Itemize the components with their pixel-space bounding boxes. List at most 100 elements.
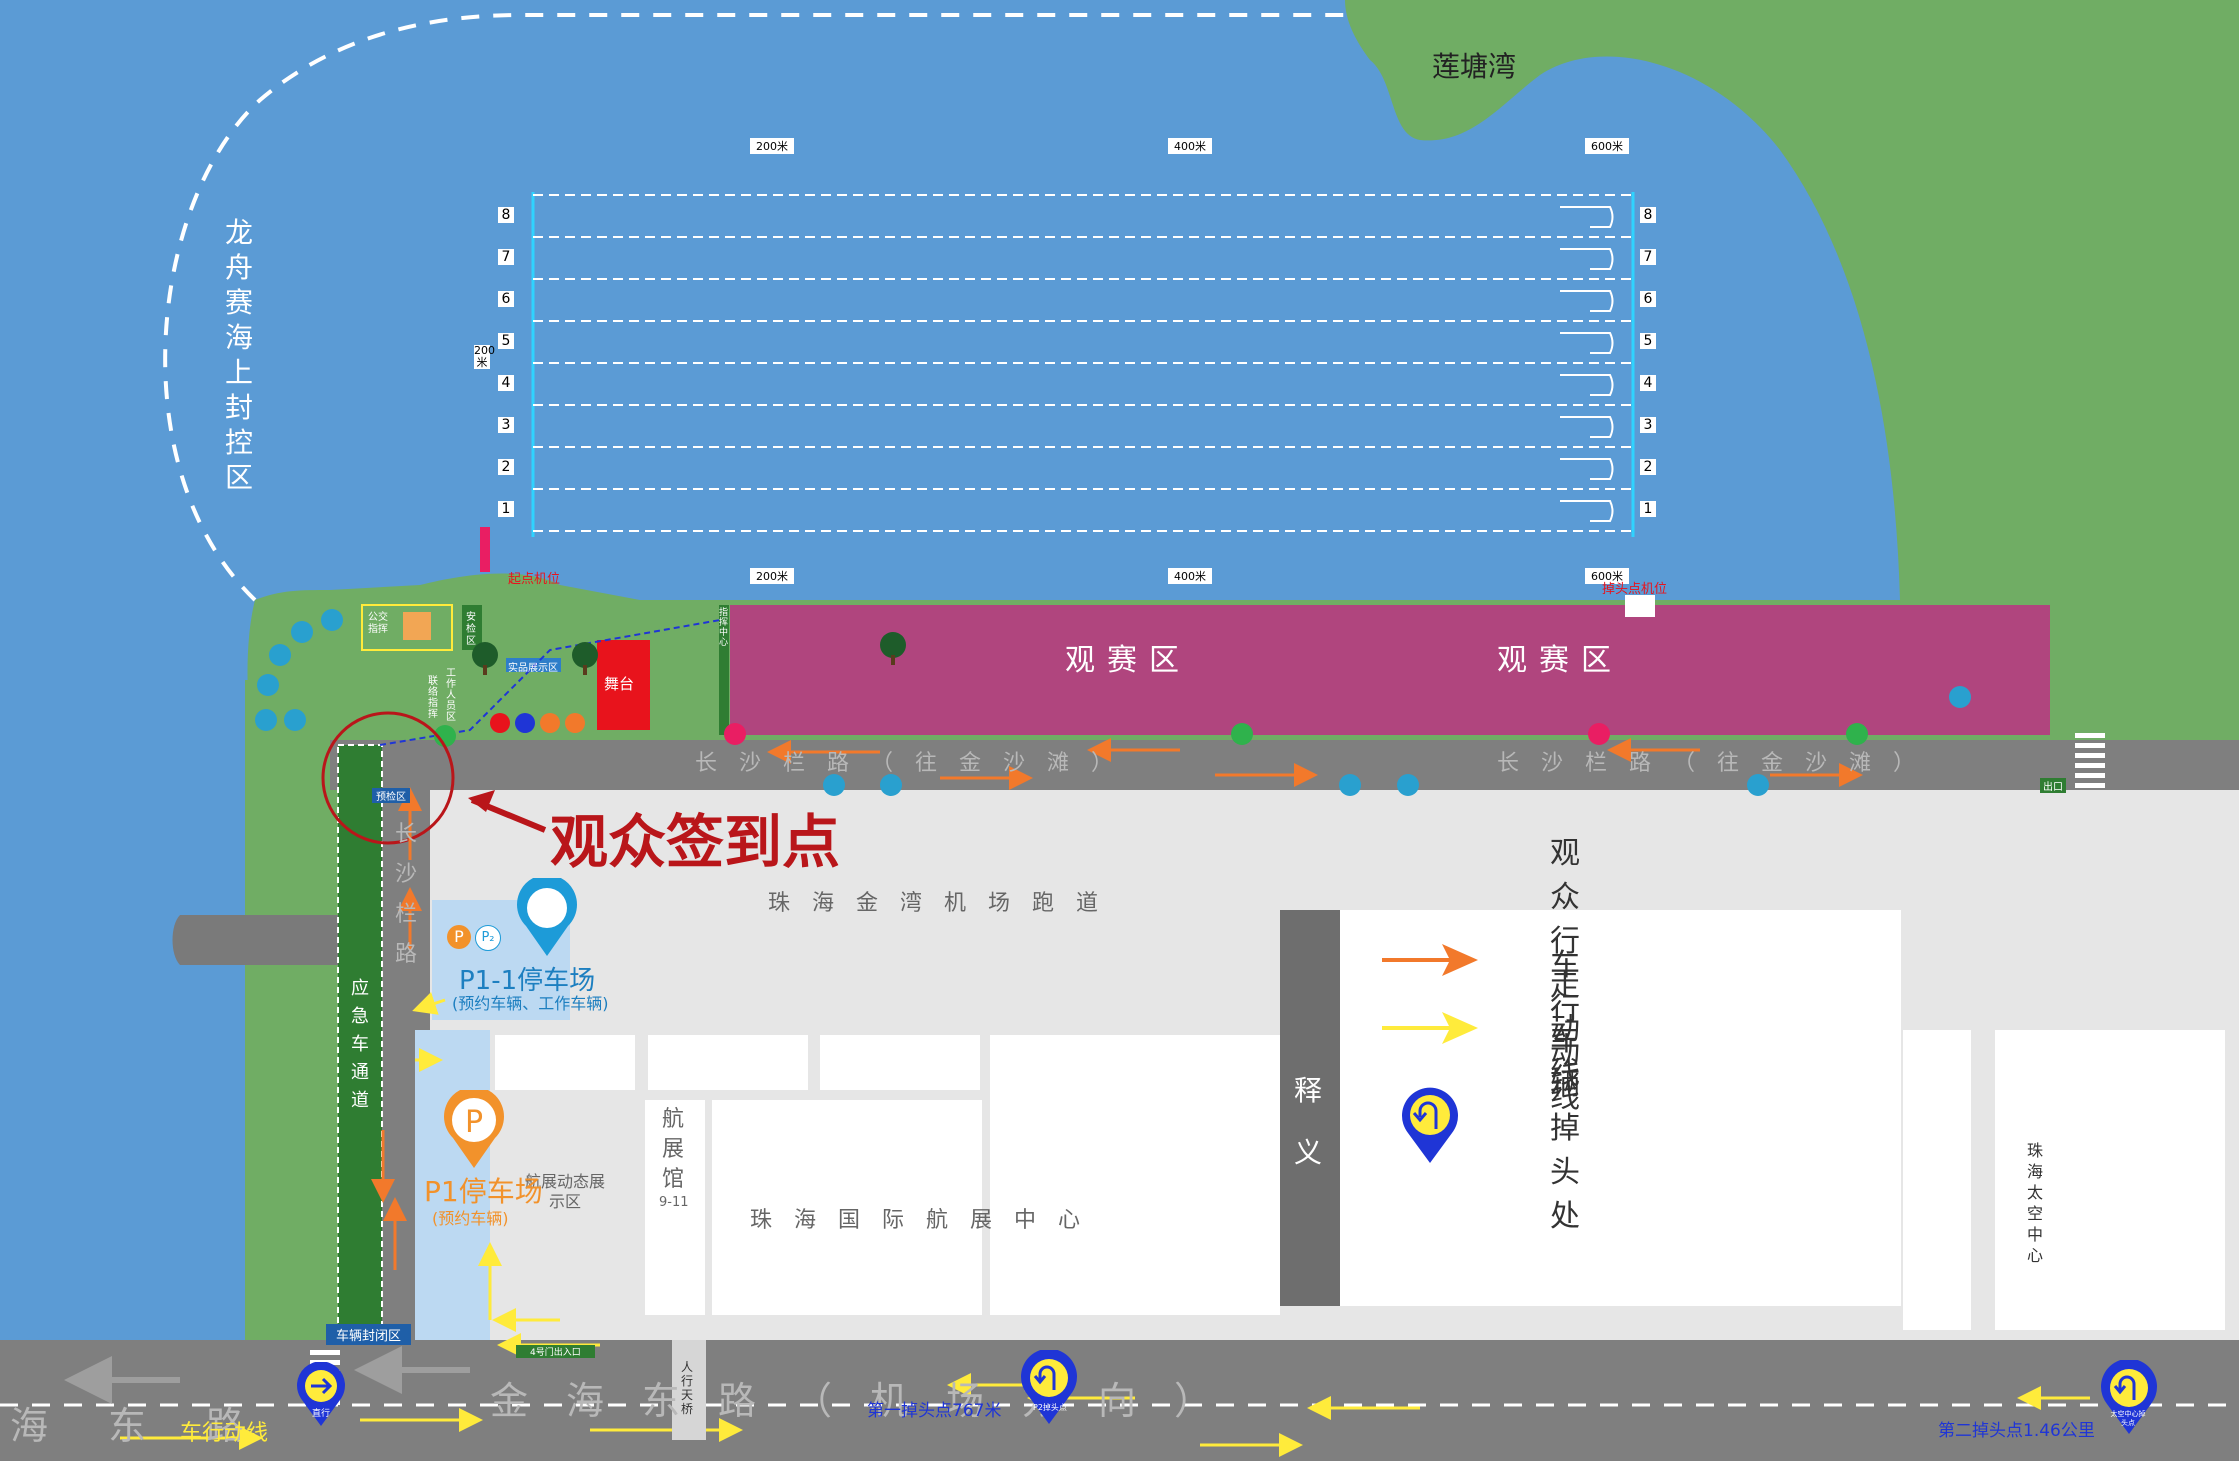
vehicle-flow-road-label: 车行动线 [180, 1421, 269, 1446]
turn-camera-box [1625, 595, 1655, 617]
marker-400m-top: 400米 [1168, 138, 1212, 154]
airport-runway-label: 珠海金湾机场跑道 [768, 891, 1121, 916]
space-uturn-pin [2100, 1358, 2158, 1436]
viewing-area [730, 605, 2050, 735]
vehicle-arrows [120, 991, 2090, 1457]
marker-600m-top: 600米 [1585, 138, 1629, 154]
product-display-label: 实品展示区 [508, 663, 558, 674]
jinhai-road-left-label: 海东路 [10, 1404, 305, 1448]
parking-p-icon-orange: P [447, 925, 471, 949]
race-course [531, 192, 1635, 537]
parking-p1-pin-letter: P [464, 1105, 484, 1140]
legend-vehicle-label: 车行动线 [1550, 948, 1580, 1115]
parking-p1-name: P1停车场 [424, 1175, 543, 1208]
airshow-hall-block [645, 1100, 705, 1315]
lane-right-6: 6 [1640, 291, 1656, 307]
pier [172, 915, 360, 965]
vehicle-closure-label: 车辆封闭区 [326, 1324, 412, 1345]
lane-right-3: 3 [1640, 417, 1656, 433]
parking-p2-icon: P₂ [475, 925, 501, 951]
straight-label: 直行 [312, 1409, 331, 1419]
product-display-box [506, 658, 561, 672]
marker-400m-bottom: 400米 [1168, 568, 1212, 584]
second-turn-label: 第二掉头点1.46公里 [1938, 1421, 2095, 1441]
first-turn-label: 第一掉头点767米 [867, 1401, 1002, 1421]
airshow-center-block-b [990, 1035, 1280, 1315]
road-changshalan-vertical-label: 长沙栏路 [395, 822, 418, 967]
contact-command-label: 联络指挥 [428, 676, 438, 720]
parking-p11-name: P1-1停车场 [459, 966, 596, 996]
referee-center-label: 指挥中心 [719, 608, 729, 648]
bus-command-icon [403, 612, 431, 640]
parking-p1-sub: (预约车辆) [432, 1209, 509, 1228]
marker-200m-bottom: 200米 [750, 568, 794, 584]
airshow-hall-label: 航展馆 [662, 1107, 685, 1192]
space-uturn-label: 太空中心掉头点 [2110, 1410, 2146, 1427]
lane-left-2: 2 [498, 459, 514, 475]
bus-command-box [361, 604, 453, 651]
exit-label: 出口 [2040, 778, 2066, 793]
stage-label: 舞台 [604, 675, 635, 693]
legend-pedestrian-label: 观众行走动线 [1550, 836, 1580, 1091]
parking-p11-pin [516, 874, 578, 958]
pre-check-label: 预检区 [372, 788, 410, 803]
road-changshalan-label-2: 长沙栏路（往金沙滩） [1497, 751, 1938, 776]
space-center-block [1995, 1030, 2225, 1330]
legend-uturn-label: 车辆掉头处 [1550, 1023, 1580, 1234]
space-center-label: 珠海太空中心 [2027, 1141, 2044, 1265]
block-east-1 [1903, 1030, 1971, 1330]
airshow-center-label: 珠海国际航展中心 [750, 1208, 1103, 1233]
road-changshalan-label-1: 长沙栏路（往金沙滩） [695, 751, 1136, 776]
block-3 [820, 1035, 980, 1090]
lane-right-7: 7 [1640, 249, 1656, 265]
start-position-label: 起点机位 [508, 572, 561, 587]
pedestrian-bridge [672, 1340, 706, 1440]
parking-p1-pin [443, 1086, 505, 1170]
control-zone-label: 龙舟赛海上封控区 [225, 216, 254, 494]
security-label: 安检区 [466, 612, 476, 647]
lane-left-4: 4 [498, 375, 514, 391]
lane-right-2: 2 [1640, 459, 1656, 475]
pedestrian-arrows [371, 738, 1863, 1270]
lane-right-1: 1 [1640, 501, 1656, 517]
airshow-hall-number: 9-11 [659, 1195, 689, 1210]
staff-zone-label: 工作人员区 [446, 668, 456, 723]
lane-left-8: 8 [498, 207, 514, 223]
marker-600m-bottom: 600米 [1585, 568, 1629, 584]
pedestrian-bridge-label: 人行天桥 [681, 1360, 694, 1416]
security-box [462, 605, 482, 650]
lane-left-6: 6 [498, 291, 514, 307]
lane-left-1: 1 [498, 501, 514, 517]
checkin-circle [321, 711, 455, 845]
marker-200m-top: 200米 [750, 138, 794, 154]
parking-p1-area [415, 1030, 490, 1340]
walkway-path [379, 619, 721, 746]
road-changshalan [330, 740, 2239, 790]
stage [597, 640, 650, 730]
turn-position-label: 掉头点机位 [1602, 582, 1668, 597]
toilet-icons [255, 609, 1971, 796]
legend-pedestrian-arrow-icon [1382, 944, 1478, 976]
legend-vehicle: 车行动线 [1380, 948, 1580, 1115]
lotus-bay-label: 莲塘湾 [1432, 50, 1517, 83]
lane-left-5: 5 [498, 333, 514, 349]
parking-p11-sub: (预约车辆、工作车辆) [452, 994, 609, 1013]
emergency-lane-label: 应急车通道 [351, 978, 369, 1111]
legend-pedestrian: 观众行走动线 [1380, 836, 1580, 1091]
lane-right-5: 5 [1640, 333, 1656, 349]
legend-uturn: 车辆掉头处 [1380, 1023, 1580, 1234]
jinhai-road-label: 金海东路（机场方向） [490, 1379, 1251, 1423]
lane-left-7: 7 [498, 249, 514, 265]
viewing-area-1-label: 观赛区 [1065, 643, 1191, 678]
start-marker [480, 527, 490, 572]
shiyi-strip [1280, 910, 1340, 1306]
block-1 [495, 1035, 635, 1090]
airshow-center-block-a [712, 1100, 982, 1315]
lane-right-8: 8 [1640, 207, 1656, 223]
tree-icons [472, 632, 906, 675]
legend-uturn-pin-icon [1402, 1087, 1458, 1163]
block-2 [648, 1035, 808, 1090]
straight-pin [296, 1361, 346, 1428]
